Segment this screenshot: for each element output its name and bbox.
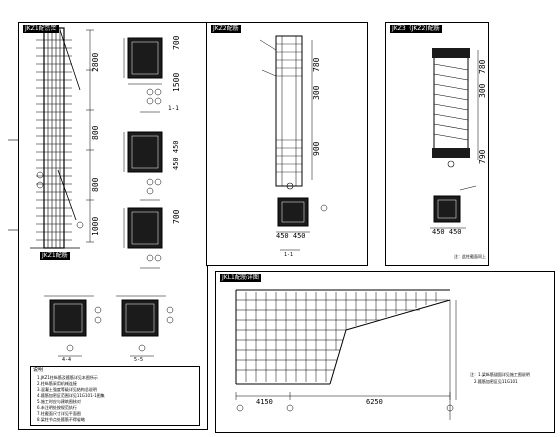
note-line: 3.混凝土强度等级详见结构总说明 bbox=[37, 387, 97, 392]
note-line: 2.柱纵筋采用机械连接 bbox=[37, 381, 77, 386]
beam-note: 2.箍筋加密区见11G101 bbox=[474, 379, 518, 384]
note-line: 8.梁柱节点处箍筋不得省略 bbox=[37, 417, 85, 422]
section-dim: 450 450 bbox=[276, 232, 306, 240]
section-mark: 1-1 bbox=[284, 252, 294, 258]
left-panel: JKZ1配筋图 bbox=[18, 22, 208, 430]
mid-panel-tag: JKZ2配筋 bbox=[211, 25, 241, 33]
note-line: 7.柱截面尺寸详见平面图 bbox=[37, 411, 81, 416]
note-line: 4.箍筋加密区范围详见11G101-1图集 bbox=[37, 393, 105, 398]
notes-title: 说明 bbox=[33, 367, 44, 373]
note-line: 6.未注明处按规范执行 bbox=[37, 405, 77, 410]
notes-table: 说明 1.JKZ1柱纵筋及箍筋详见本图所示 2.柱纵筋采用机械连接 3.混凝土强… bbox=[30, 366, 200, 426]
left-panel-tag: JKZ1配筋图 bbox=[23, 25, 59, 33]
beam-dim-left: 4150 bbox=[256, 398, 273, 406]
right-note: 注：此柱截面同上 bbox=[454, 254, 486, 259]
right-panel-tag: JKZ3（JKZ2)配筋 bbox=[390, 25, 442, 33]
section-mark: 5-5 bbox=[134, 357, 144, 363]
section-dim: 450 450 bbox=[432, 228, 462, 236]
section-mark: 1-1 bbox=[168, 105, 179, 112]
beam-note: 注：1.梁纵筋锚固详见施工图说明 bbox=[470, 372, 530, 377]
column-tag: JKZ1配筋 bbox=[40, 252, 70, 260]
note-line: 1.JKZ1柱纵筋及箍筋详见本图所示 bbox=[37, 375, 98, 380]
right-panel: JKZ3（JKZ2)配筋 bbox=[385, 22, 489, 266]
beam-panel-tag: JKL1配筋详图 bbox=[220, 274, 261, 282]
beam-panel: JKL1配筋详图 bbox=[215, 271, 555, 433]
beam-dim-right: 6250 bbox=[366, 398, 383, 406]
note-line: 5.施工时应与建筑图核对 bbox=[37, 399, 81, 404]
section-mark: 4-4 bbox=[62, 357, 72, 363]
